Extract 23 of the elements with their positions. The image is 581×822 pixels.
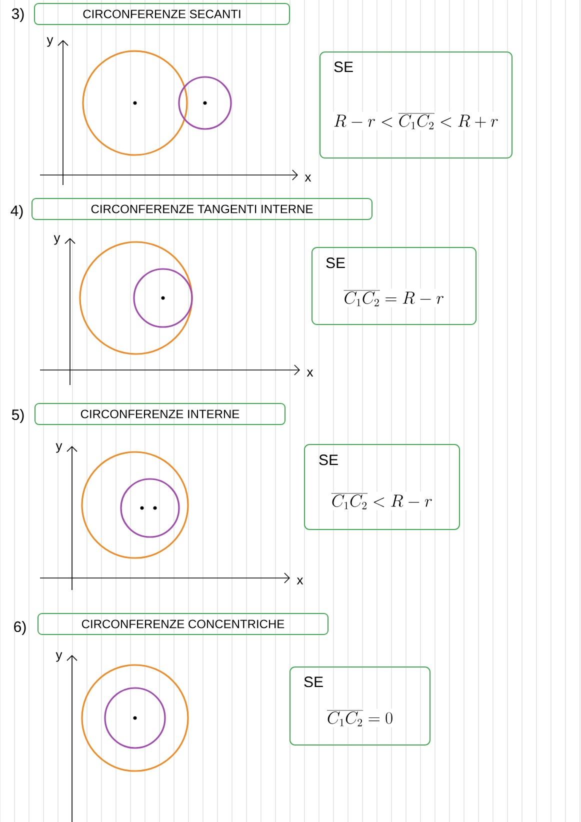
- axis-label: y: [56, 652, 62, 662]
- axis-label: x: [306, 370, 314, 376]
- condition-keyword: SE: [334, 62, 353, 72]
- condition-keyword: SE: [319, 454, 338, 466]
- title-box: CIRCONFERENZE CONCENTRICHE: [38, 613, 328, 635]
- title-box: CIRCONFERENZE SECANTI: [34, 3, 290, 25]
- section-number: 5): [12, 409, 24, 423]
- axis-label: x: [296, 578, 304, 584]
- condition-keyword: SE: [326, 258, 345, 268]
- section-number: 6): [14, 621, 26, 635]
- condition-formula: $R-r<\overline{C_1C_2}<R+r$: [332, 112, 500, 130]
- axis-label: y: [56, 443, 62, 453]
- title-box: CIRCONFERENZE INTERNE: [34, 403, 286, 425]
- condition-formula: $\overline{C_1C_2}<R-r$: [330, 492, 434, 510]
- section-number: 4): [10, 205, 23, 219]
- condition-formula: $\overline{C_1C_2}=R-r$: [342, 288, 446, 308]
- condition-keyword: SE: [304, 676, 323, 688]
- section-number: 3): [12, 8, 24, 22]
- axis-label: y: [46, 37, 54, 47]
- axis-label: x: [304, 174, 312, 182]
- condition-formula: $\overline{C_1C_2}=0$: [326, 708, 394, 728]
- title-box: CIRCONFERENZE TANGENTI INTERNE: [32, 198, 372, 220]
- axis-label: y: [54, 235, 60, 245]
